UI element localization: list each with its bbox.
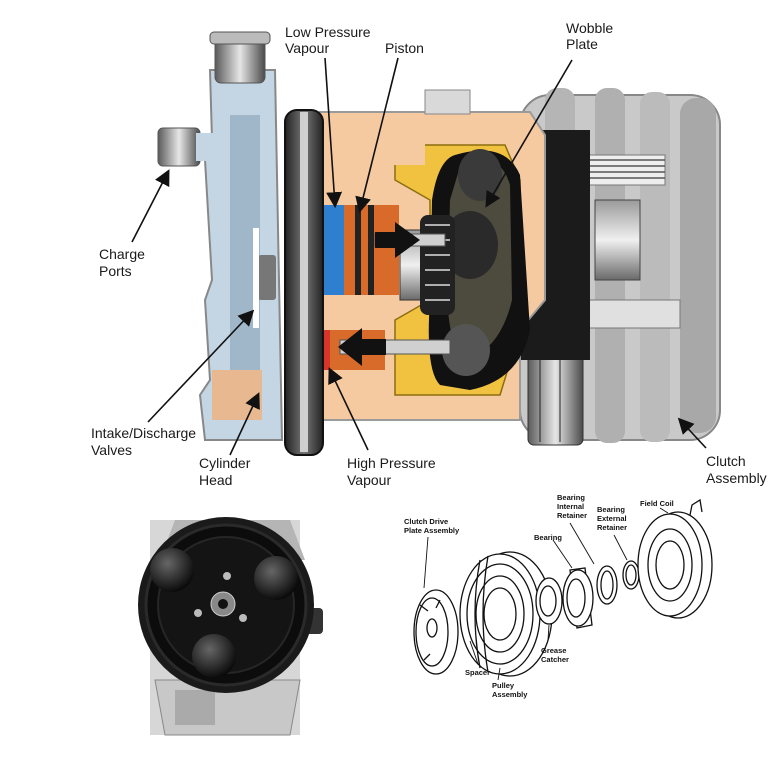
label-field-coil: Field Coil	[640, 499, 674, 508]
piston-lower	[322, 328, 451, 370]
clutch-rubber-damper-2	[254, 556, 298, 600]
compressor-cutaway	[157, 31, 721, 456]
wobble-plate	[428, 149, 530, 390]
part-grease-catcher	[535, 577, 563, 625]
part-clutch-drive-plate	[413, 589, 459, 675]
part-pulley-assembly	[459, 551, 553, 677]
label-bearing: Bearing	[534, 533, 562, 542]
clutch-rubber-damper-3	[192, 634, 236, 678]
leader-lines-exploded	[423, 507, 669, 681]
leader-lines-main	[131, 57, 707, 456]
clutch-rubber-damper-1	[150, 548, 194, 592]
piston-upper	[322, 205, 446, 295]
exploded-view	[413, 498, 713, 677]
cylinder-head	[157, 31, 284, 441]
drive-gear	[399, 215, 455, 315]
label-spacer: Spacer	[465, 668, 490, 677]
label-piston: Piston	[385, 40, 424, 56]
clutch-photo	[138, 517, 323, 736]
part-bearing	[562, 567, 594, 629]
part-field-coil	[637, 498, 713, 619]
part-bearing-internal-retainer	[596, 565, 618, 605]
part-bearing-external-retainer	[622, 560, 640, 590]
